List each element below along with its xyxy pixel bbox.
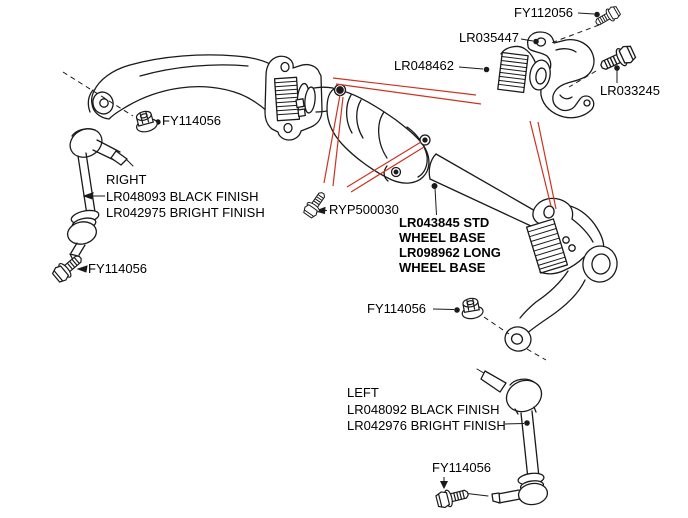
bolt-icon-ryp500030 xyxy=(301,188,330,220)
label-fy114056-middle: FY114056 xyxy=(367,301,427,316)
label-lr048462: LR048462 xyxy=(394,58,454,73)
label-bar-long-wb: WHEEL BASE xyxy=(399,260,486,275)
bushing-ribs-loose xyxy=(497,51,529,94)
bushing-ribs-left xyxy=(273,76,301,122)
nut-icon-fy114056-middle xyxy=(459,296,485,321)
nut-icon-fy114056-top-left xyxy=(132,108,160,135)
bolt-icon-fy114056-bottom-left xyxy=(50,250,87,285)
label-right-link-block: RIGHT LR048093 BLACK FINISH LR042975 BRI… xyxy=(106,172,265,222)
bolt-icon-fy114056-bottom xyxy=(434,484,471,510)
label-left-title: LEFT xyxy=(347,385,379,400)
label-fy112056: FY112056 xyxy=(514,5,574,20)
bushing-ribs-right xyxy=(525,218,569,274)
label-fy114056-top-left: FY114056 xyxy=(162,113,222,128)
label-right-bright-finish: LR042975 BRIGHT FINISH xyxy=(106,205,265,220)
label-bar-std-wb: WHEEL BASE xyxy=(399,230,486,245)
label-bar-block: LR043845 STD WHEEL BASE LR098962 LONG WH… xyxy=(399,215,501,275)
projection-lines xyxy=(62,24,600,361)
label-left-bright-finish: LR042976 BRIGHT FINISH xyxy=(347,418,506,433)
label-fy114056-bottom: FY114056 xyxy=(432,460,492,475)
label-fy114056-bottom-left: FY114056 xyxy=(88,261,148,276)
red-annotation-lines xyxy=(323,77,557,210)
label-left-black-finish: LR048092 BLACK FINISH xyxy=(347,401,500,417)
label-left-link-block: LEFT LR048092 BLACK FINISH LR042976 BRIG… xyxy=(347,385,506,435)
label-lr035447: LR035447 xyxy=(459,30,519,45)
label-lr033245: LR033245 xyxy=(600,83,660,98)
label-ryp500030: RYP500030 xyxy=(329,202,399,217)
label-bar-long: LR098962 LONG xyxy=(399,245,501,260)
callout-leaders xyxy=(76,11,620,490)
label-bar-std: LR043845 STD xyxy=(399,215,490,230)
label-right-title: RIGHT xyxy=(106,172,147,187)
label-right-black-finish: LR048093 BLACK FINISH xyxy=(106,188,259,204)
